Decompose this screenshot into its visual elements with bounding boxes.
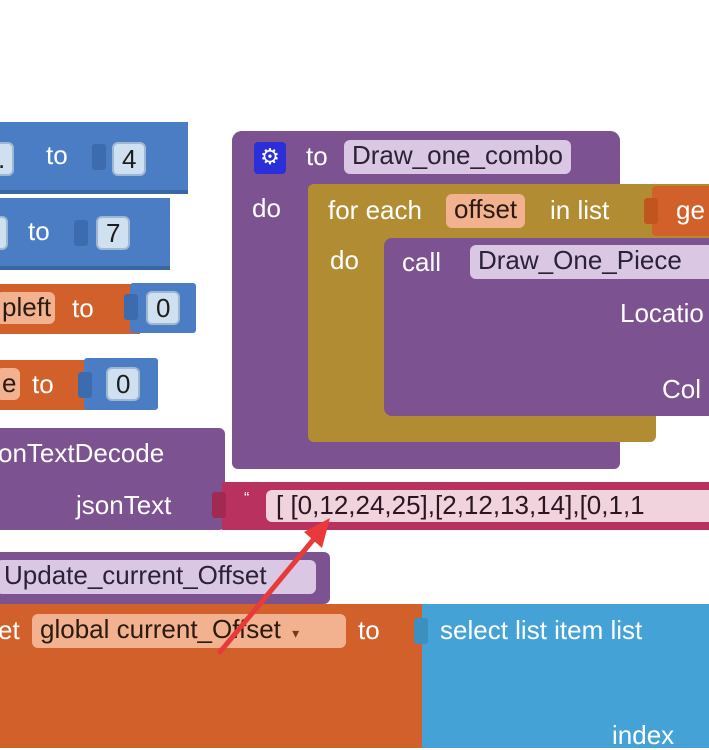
gear-icon[interactable]: ⚙ <box>254 142 286 174</box>
socket-notch <box>644 198 658 224</box>
socket-notch <box>92 144 106 170</box>
number-value-4[interactable]: 4 <box>112 142 147 176</box>
value-slot-fragment-2[interactable] <box>0 216 8 250</box>
global-variable-dropdown[interactable]: global current_Offset ▾ <box>32 614 346 648</box>
select-list-item-label: select list item list <box>440 615 643 645</box>
argument-color-label: Col <box>662 374 702 404</box>
list-getter-fragment: ge <box>676 195 705 225</box>
update-procedure-name[interactable]: Update_current_Offset <box>0 560 316 594</box>
string-quote-mark: “ <box>244 490 250 507</box>
in-list-label: in list <box>550 195 610 225</box>
json-text-param-label: jsonText <box>76 490 172 520</box>
socket-notch <box>78 372 92 398</box>
global-variable-name: global current_Offset <box>40 614 281 644</box>
number-value-0-b[interactable]: 0 <box>106 367 141 401</box>
number-value-0[interactable]: 0 <box>146 291 181 325</box>
variable-name-fragment[interactable]: pleft <box>0 292 56 324</box>
value-slot-fragment[interactable]: . <box>0 142 14 176</box>
procedure-to-label: to <box>306 141 328 171</box>
blue-to-label-1: to <box>46 140 68 170</box>
variable-name-fragment-2[interactable]: e <box>0 368 21 400</box>
set-label-fragment: et <box>0 615 20 645</box>
procedure-name-field[interactable]: Draw_one_combo <box>344 140 572 174</box>
loop-variable-offset[interactable]: offset <box>446 194 526 228</box>
select-list-item-block[interactable] <box>422 604 709 748</box>
number-value-7[interactable]: 7 <box>96 216 131 250</box>
socket-notch <box>212 492 226 518</box>
blue-to-label-2: to <box>28 216 50 246</box>
chevron-down-icon[interactable]: ▾ <box>292 625 300 641</box>
json-decode-block[interactable] <box>0 428 225 530</box>
orange-to-label-2: to <box>32 369 54 399</box>
blue-setter-block-1[interactable]: . <box>0 122 188 194</box>
socket-notch <box>74 220 88 246</box>
call-label: call <box>402 247 442 277</box>
json-text-value[interactable]: [ [0,12,24,25],[2,12,13,14],[0,1,1 <box>266 490 709 522</box>
index-label: index <box>612 720 675 750</box>
socket-notch <box>414 618 428 644</box>
argument-location-label: Locatio <box>620 298 704 328</box>
for-each-do-label: do <box>330 245 359 275</box>
set-to-label: to <box>358 615 380 645</box>
list-getter-block[interactable] <box>652 186 709 236</box>
socket-notch <box>124 294 138 320</box>
called-procedure-name[interactable]: Draw_One_Piece <box>470 245 709 279</box>
json-decode-title: onTextDecode <box>0 438 165 468</box>
procedure-do-label: do <box>252 193 281 223</box>
orange-to-label-1: to <box>72 293 94 323</box>
for-each-label: for each <box>328 195 422 225</box>
